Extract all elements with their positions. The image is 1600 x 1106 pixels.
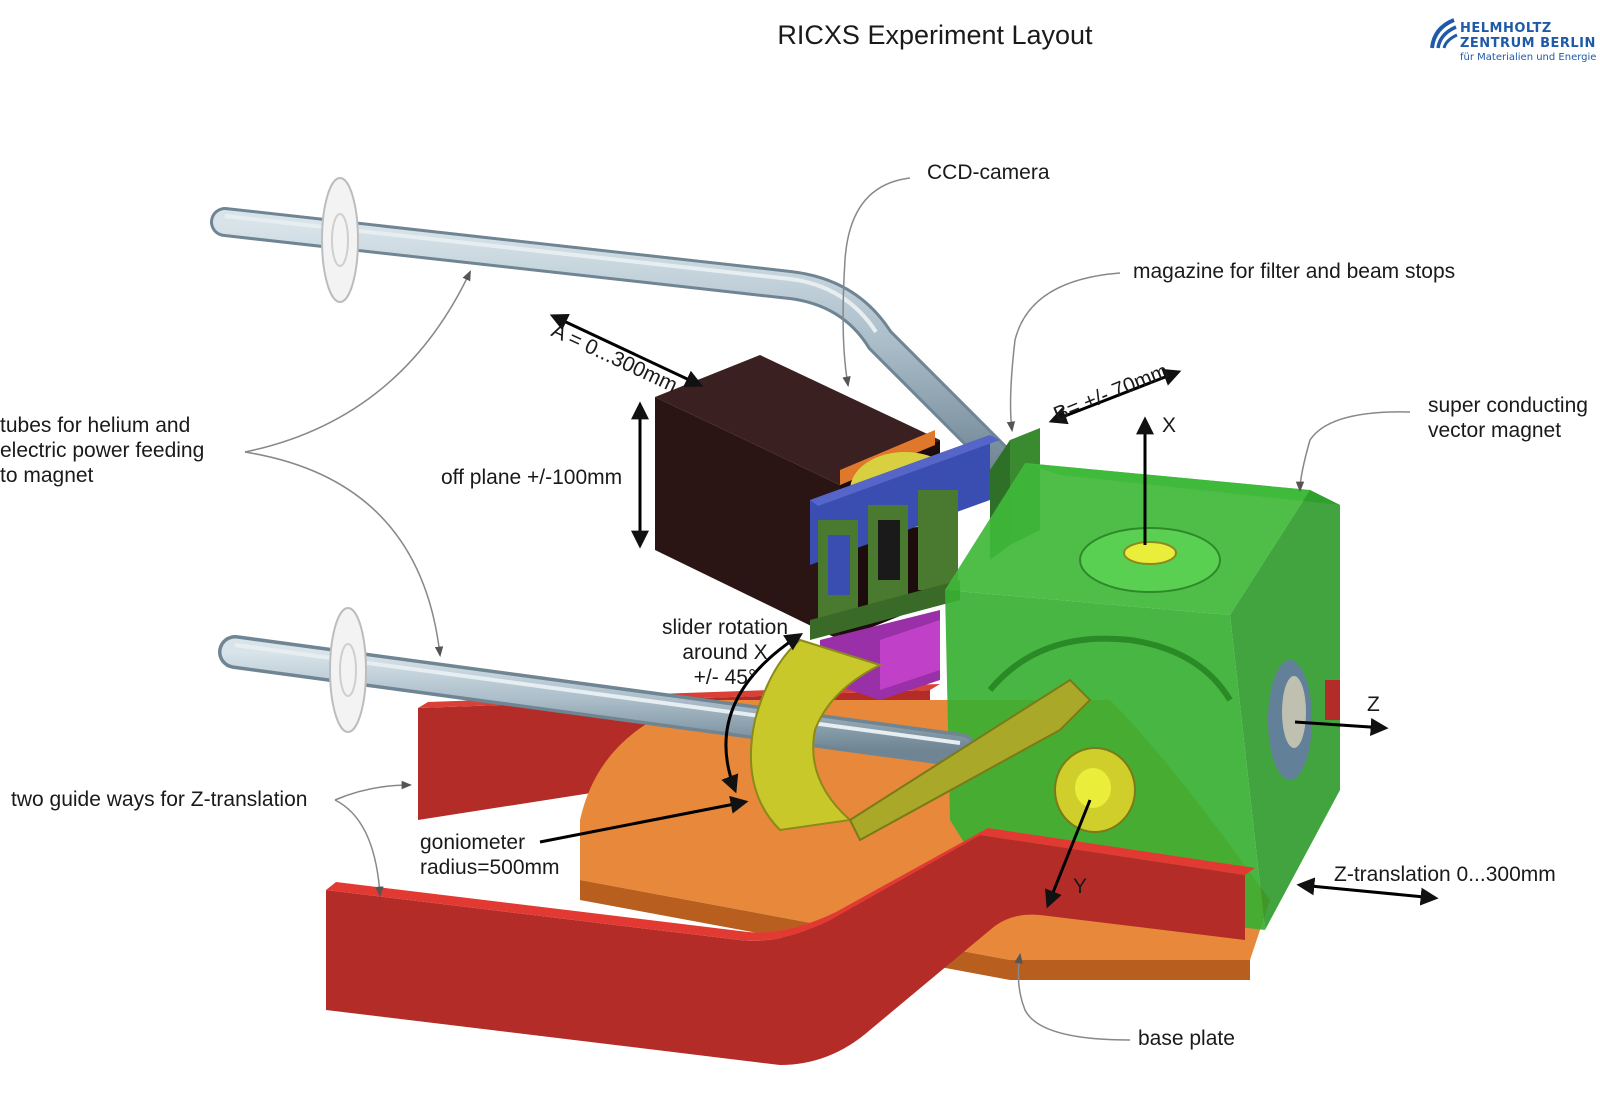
axis-z-arrow xyxy=(1294,718,1389,737)
axis-z-label: Z xyxy=(1367,693,1380,716)
tube-lower xyxy=(218,607,977,767)
magazine-label: magazine for filter and beam stops xyxy=(1133,260,1456,283)
helmholtz-logo: HELMHOLTZ ZENTRUM BERLIN für Materialien… xyxy=(1428,8,1598,68)
goniometer-label-line-1: goniometer xyxy=(420,831,526,854)
logo-line-3: für Materialien und Energie xyxy=(1460,52,1597,63)
z-translation-arrow xyxy=(1296,877,1439,906)
slider-rotation-arrow xyxy=(721,633,804,794)
magnet-label-line-2: vector magnet xyxy=(1428,419,1562,442)
tubes-label-line-1: tubes for helium and xyxy=(0,414,191,437)
page-title: RICXS Experiment Layout xyxy=(777,20,1093,50)
axis-x-label: X xyxy=(1162,414,1177,437)
tube-flange-lower xyxy=(329,607,367,733)
tube-flange-upper xyxy=(321,177,359,303)
axis-y-arrow xyxy=(1044,799,1092,909)
leader-lines xyxy=(244,177,1411,1041)
slider-label-line-2: around X xyxy=(682,641,768,664)
tubes-label-line-2: electric power feeding xyxy=(0,439,205,462)
helmholtz-logo-mark xyxy=(1430,18,1458,49)
guide-rail-front xyxy=(326,828,1255,1065)
base-plate-label: base plate xyxy=(1138,1027,1235,1050)
goniometer-arrow xyxy=(539,795,749,844)
ccd-camera-label: CCD-camera xyxy=(927,161,1050,184)
axis-y-label: Y xyxy=(1073,875,1088,898)
z-translation-label: Z-translation 0...300mm xyxy=(1334,863,1556,886)
logo-line-1: HELMHOLTZ xyxy=(1460,21,1552,36)
guide-ways-label: two guide ways for Z-translation xyxy=(11,788,308,811)
logo-line-2: ZENTRUM BERLIN xyxy=(1460,36,1596,51)
slider-label-line-1: slider rotation xyxy=(661,616,789,639)
tube-upper xyxy=(210,177,1025,485)
magnet-label-line-1: super conducting xyxy=(1428,394,1588,417)
tubes-label-line-3: to magnet xyxy=(0,464,94,487)
goniometer-label-line-2: radius=500mm xyxy=(420,856,560,879)
slider-label-line-3: +/- 45° xyxy=(693,666,757,689)
b-range-arrow xyxy=(1048,368,1182,425)
off-plane-label: off plane +/-100mm xyxy=(441,466,623,489)
a-range-arrow xyxy=(549,313,704,388)
